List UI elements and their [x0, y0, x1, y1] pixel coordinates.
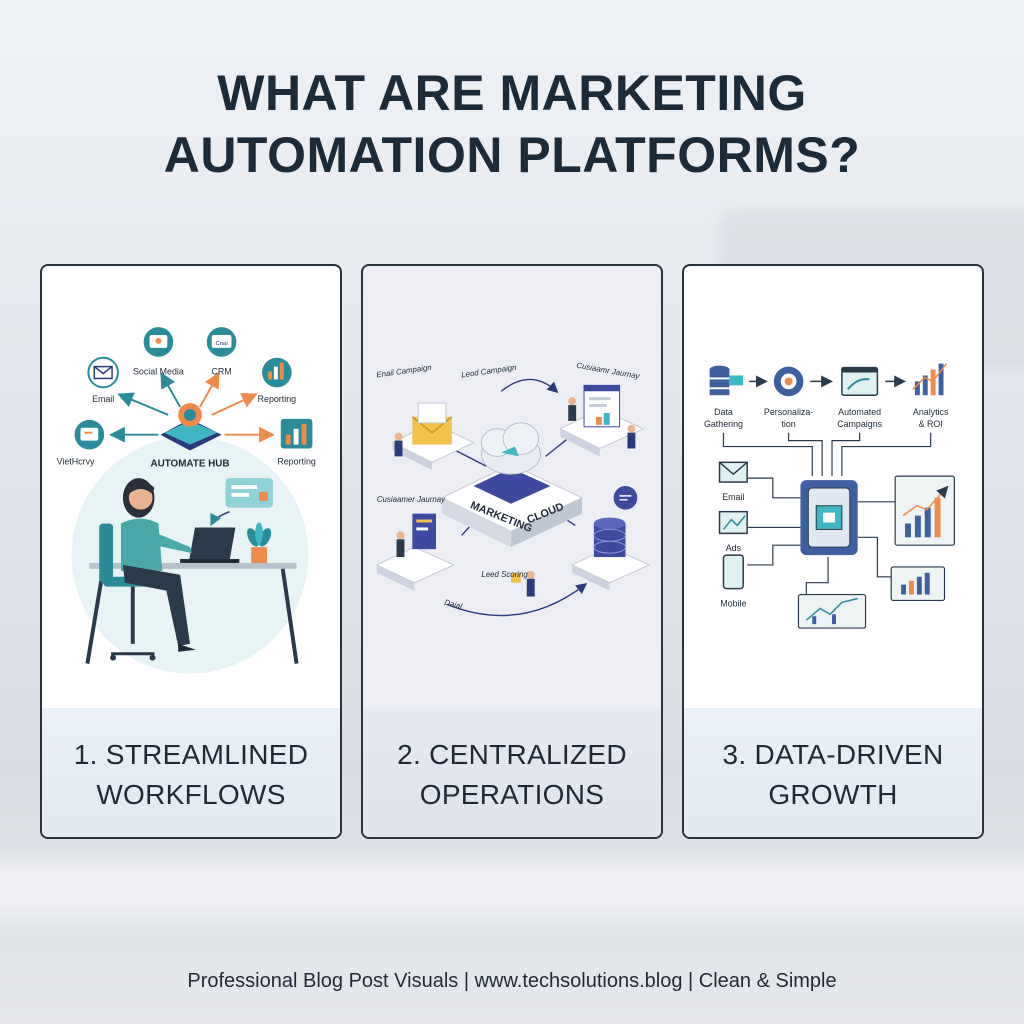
card-3-caption: 3. DATA-DRIVEN GROWTH	[684, 708, 982, 837]
svg-text:Daial: Daial	[443, 598, 463, 611]
card-data-driven-growth: Data Gathering Personaliza- tion Automat…	[682, 264, 984, 839]
processor-chip	[800, 480, 858, 556]
svg-text:Social Media: Social Media	[133, 366, 184, 376]
svg-text:Enail Campaign: Enail Campaign	[376, 363, 433, 380]
channel-mobile: Mobile	[720, 554, 746, 608]
svg-text:Cusiaamr Jaurnay: Cusiaamr Jaurnay	[576, 361, 642, 381]
email-node: Email	[87, 356, 119, 404]
svg-text:tion: tion	[781, 419, 795, 429]
svg-text:Leod Campaign: Leod Campaign	[461, 363, 518, 380]
hub-label: AUTOMATE HUB	[150, 458, 229, 469]
journey-card-icon	[412, 513, 437, 550]
customer-journey-left-platform: Cusiaamer Jaurnay	[375, 495, 455, 591]
trend-chart	[797, 593, 867, 629]
envelope-icon	[93, 365, 113, 380]
card-2-caption: 2. CENTRALIZED OPERATIONS	[363, 708, 661, 837]
svg-text:Data: Data	[714, 407, 733, 417]
hub-arrows	[109, 372, 275, 443]
customer-journey-platform: Cusiaamr Jaurnay	[559, 361, 645, 457]
mail-icon	[718, 461, 748, 483]
automate-hub: AUTOMATE HUB	[150, 403, 230, 469]
svg-text:Automated: Automated	[838, 407, 881, 417]
woman-at-laptop	[120, 478, 196, 652]
card-centralized-operations: MARKETING CLOUD Enail Campaign Leod Camp…	[361, 264, 663, 839]
email-envelope-icon	[412, 416, 452, 445]
plant	[247, 522, 272, 563]
reporting-top-node: Reporting	[258, 357, 297, 404]
channel-email: Email	[718, 461, 748, 502]
svg-text:Campaigns: Campaigns	[837, 419, 882, 429]
svg-text:Leed Scoring: Leed Scoring	[481, 570, 528, 579]
svg-text:Cnai: Cnai	[216, 341, 228, 347]
data-growth-illustration: Data Gathering Personaliza- tion Automat…	[704, 363, 955, 629]
background-blur-desk	[0, 860, 1024, 920]
crm-window-icon	[211, 335, 232, 348]
footer-text: Professional Blog Post Visuals | www.tec…	[187, 970, 837, 992]
laptop	[180, 527, 240, 563]
floating-message-card	[210, 478, 273, 527]
reporting-right-node: Reporting	[277, 418, 316, 466]
database-platform	[571, 486, 651, 591]
svg-text:Mobile: Mobile	[720, 598, 746, 608]
svg-text:Gathering: Gathering	[704, 419, 743, 429]
svg-text:Reporting: Reporting	[277, 456, 316, 466]
bar-chart-icon	[267, 371, 272, 380]
svg-text:Email: Email	[722, 492, 744, 502]
lead-scoring-figure: Leed Scoring Daial	[443, 570, 535, 611]
page-title: WHAT ARE MARKETING AUTOMATION PLATFORMS?	[0, 62, 1024, 186]
crm-node: Cnai CRM	[206, 327, 237, 376]
analytics-step: Analytics & ROI	[912, 363, 949, 429]
monitor-icon	[80, 427, 99, 441]
data-gathering-step: Data Gathering	[704, 365, 744, 429]
mobile-phone-icon	[722, 554, 744, 590]
svg-text:VietHcrvy: VietHcrvy	[57, 456, 95, 466]
growth-chart-large	[894, 475, 955, 546]
report-chart-icon	[285, 434, 291, 445]
growth-chart-small	[890, 566, 946, 602]
page-title-line1: WHAT ARE MARKETING	[217, 65, 807, 121]
svg-text:Analytics: Analytics	[913, 407, 949, 417]
social-media-node: Social Media	[133, 327, 184, 376]
left-node: VietHcrvy	[57, 419, 105, 466]
circuit-lines	[722, 432, 932, 595]
central-platform: MARKETING CLOUD	[440, 422, 584, 548]
analytics-chart-icon	[914, 381, 920, 396]
desk	[85, 562, 299, 664]
svg-text:Email: Email	[92, 394, 114, 404]
svg-text:CRM: CRM	[211, 366, 231, 376]
marketing-cloud-illustration: MARKETING CLOUD Enail Campaign Leod Camp…	[375, 361, 651, 617]
card-streamlined-workflows: AUTOMATE HUB Email Social Media Cnai CRM	[40, 264, 342, 839]
svg-text:Cusiaamer Jaurnay: Cusiaamer Jaurnay	[377, 495, 446, 504]
svg-text:Personaliza-: Personaliza-	[764, 407, 813, 417]
automated-campaigns-step: Automated Campaigns	[837, 366, 883, 429]
personalization-step: Personaliza- tion	[764, 366, 813, 429]
svg-text:Ads: Ads	[726, 543, 742, 553]
channel-ads: Ads	[718, 510, 748, 553]
card-1-caption: 1. STREAMLINED WORKFLOWS	[42, 708, 340, 837]
svg-text:& ROI: & ROI	[919, 419, 943, 429]
workflow-illustration: AUTOMATE HUB Email Social Media Cnai CRM	[57, 327, 316, 674]
svg-text:Reporting: Reporting	[258, 394, 297, 404]
page-title-line2: AUTOMATION PLATFORMS?	[163, 127, 861, 183]
chat-bubble-icon	[613, 486, 638, 510]
